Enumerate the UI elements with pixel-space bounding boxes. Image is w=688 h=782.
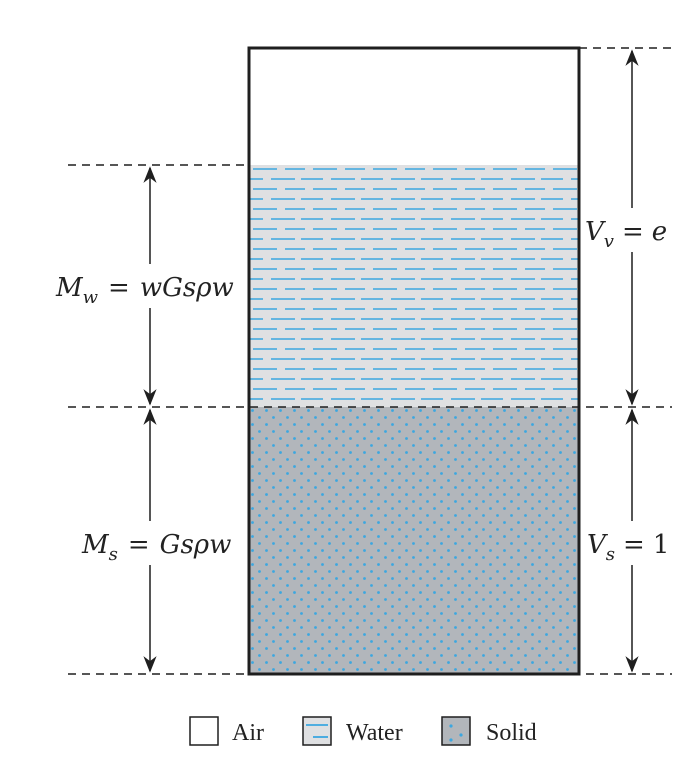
label-volume-voids: Vv=e [585, 217, 667, 252]
label-mass-solid: Ms=Gsρw [81, 530, 231, 565]
legend-label-air: Air [232, 720, 264, 746]
water-region [249, 165, 579, 407]
legend-swatch-solid [441, 716, 471, 746]
label-mass-water: Mw=wGsρw [55, 273, 234, 308]
solid-region [249, 407, 579, 674]
legend-swatch-water [302, 716, 332, 746]
legend-label-solid: Solid [486, 720, 537, 746]
container-outline [247, 46, 581, 676]
legend: Air Water Solid [189, 716, 537, 746]
legend-label-water: Water [346, 720, 403, 746]
label-volume-solid: Vs=1 [587, 530, 669, 565]
legend-swatch-air [189, 716, 219, 746]
air-region [249, 48, 579, 165]
